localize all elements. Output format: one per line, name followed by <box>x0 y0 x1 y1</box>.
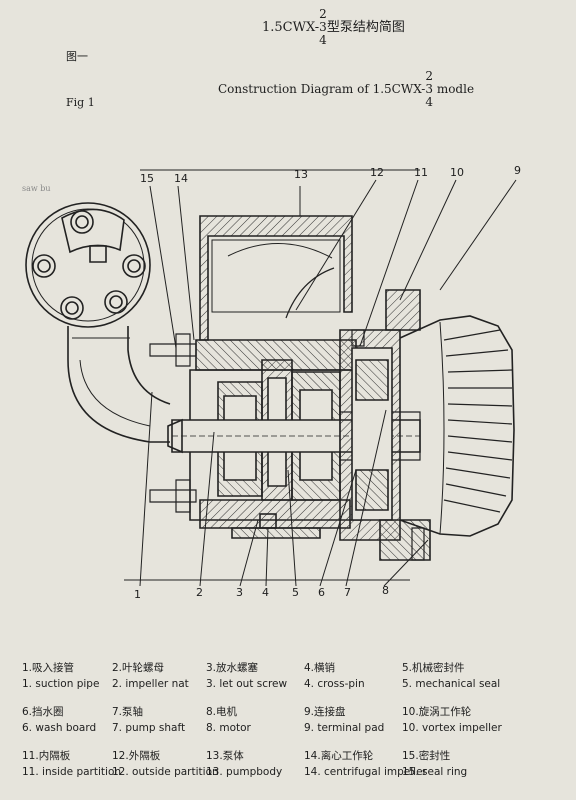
frac-mid: 3 <box>425 82 433 96</box>
suction-pipe <box>67 326 171 443</box>
legend-item-4-cn: 4.横销 <box>304 662 336 674</box>
callout-11: 11 <box>414 166 428 179</box>
callout-15: 15 <box>140 172 154 185</box>
cn-title-prefix: 1.5CWX- <box>262 20 320 35</box>
legend-item-4-en: 4. cross-pin <box>304 678 365 690</box>
legend-item-11-cn: 11.内隔板 <box>22 750 71 762</box>
leader-lines <box>124 169 517 587</box>
legend-item-2-en: 2. impeller nat <box>112 678 189 690</box>
legend-item-13-en: 13. pumpbody <box>206 766 283 778</box>
callout-14: 14 <box>174 172 188 185</box>
frac-top: 2 <box>319 7 327 21</box>
callout-13: 13 <box>294 168 308 181</box>
legend-item-1-en: 1. suction pipe <box>22 678 100 690</box>
pump-body <box>189 215 361 539</box>
callout-2: 2 <box>196 586 203 599</box>
legend-item-14-en: 14. centrifugal impeller <box>304 766 427 778</box>
bolts <box>149 329 425 561</box>
legend-item-14-cn: 14.离心工作轮 <box>304 750 374 762</box>
legend-item-10-en: 10. vortex impeller <box>402 722 502 734</box>
legend-item-12-cn: 12.外隔板 <box>112 750 161 762</box>
callout-3: 3 <box>236 586 243 599</box>
legend-item-15-en: 15. seal ring <box>402 766 468 778</box>
legend-item-7-cn: 7.泵轴 <box>112 706 144 718</box>
legend-item-6-cn: 6.挡水圈 <box>22 706 64 718</box>
figure-label-cn: 图一 <box>66 50 88 63</box>
callout-8: 8 <box>382 584 389 597</box>
legend-item-12-en: 12. outside partition <box>112 766 219 778</box>
legend-item-15-cn: 15.密封性 <box>402 750 451 762</box>
legend-item-3-cn: 3.放水螺塞 <box>206 662 259 674</box>
en-title-prefix: Construction Diagram of 1.5CWX- <box>218 82 426 96</box>
motor-end <box>399 315 515 537</box>
legend-item-3-en: 3. let out screw <box>206 678 288 690</box>
frac-bot: 4 <box>319 33 327 47</box>
frac-bot: 4 <box>425 95 433 109</box>
callout-9: 9 <box>514 164 521 177</box>
legend-item-1-cn: 1.吸入接管 <box>22 662 75 674</box>
legend-item-13-cn: 13.泵体 <box>206 750 244 762</box>
stamp-text: saw bu <box>22 184 51 193</box>
callout-6: 6 <box>318 586 325 599</box>
legend-item-6-en: 6. wash board <box>22 722 97 734</box>
suction-flange <box>25 202 151 328</box>
en-title-suffix: modle <box>436 82 475 96</box>
callout-4: 4 <box>262 586 269 599</box>
legend-item-7-en: 7. pump shaft <box>112 722 186 734</box>
callout-5: 5 <box>292 586 299 599</box>
callout-1: 1 <box>134 588 141 601</box>
seal-housing <box>339 289 431 561</box>
legend-item-5-en: 5. mechanical seal <box>402 678 501 690</box>
legend-item-8-cn: 8.电机 <box>206 706 238 718</box>
legend-item-11-en: 11. inside partition <box>22 766 122 778</box>
legend-item-8-en: 8. motor <box>206 722 251 734</box>
figure-label-en: Fig 1 <box>66 96 95 109</box>
legend-item-9-en: 9. terminal pad <box>304 722 385 734</box>
frac-mid: 3 <box>319 20 327 34</box>
callout-12: 12 <box>370 166 384 179</box>
legend-item-9-cn: 9.连接盘 <box>304 706 346 718</box>
callout-7: 7 <box>344 586 351 599</box>
legend-item-2-cn: 2.叶轮螺母 <box>112 662 165 674</box>
frac-top: 2 <box>425 69 433 83</box>
legend-item-10-cn: 10.旋涡工作轮 <box>402 706 472 718</box>
callout-10: 10 <box>450 166 464 179</box>
legend-item-5-cn: 5.机械密封件 <box>402 662 465 674</box>
cn-title-suffix: 型泵结构简图 <box>326 20 405 35</box>
